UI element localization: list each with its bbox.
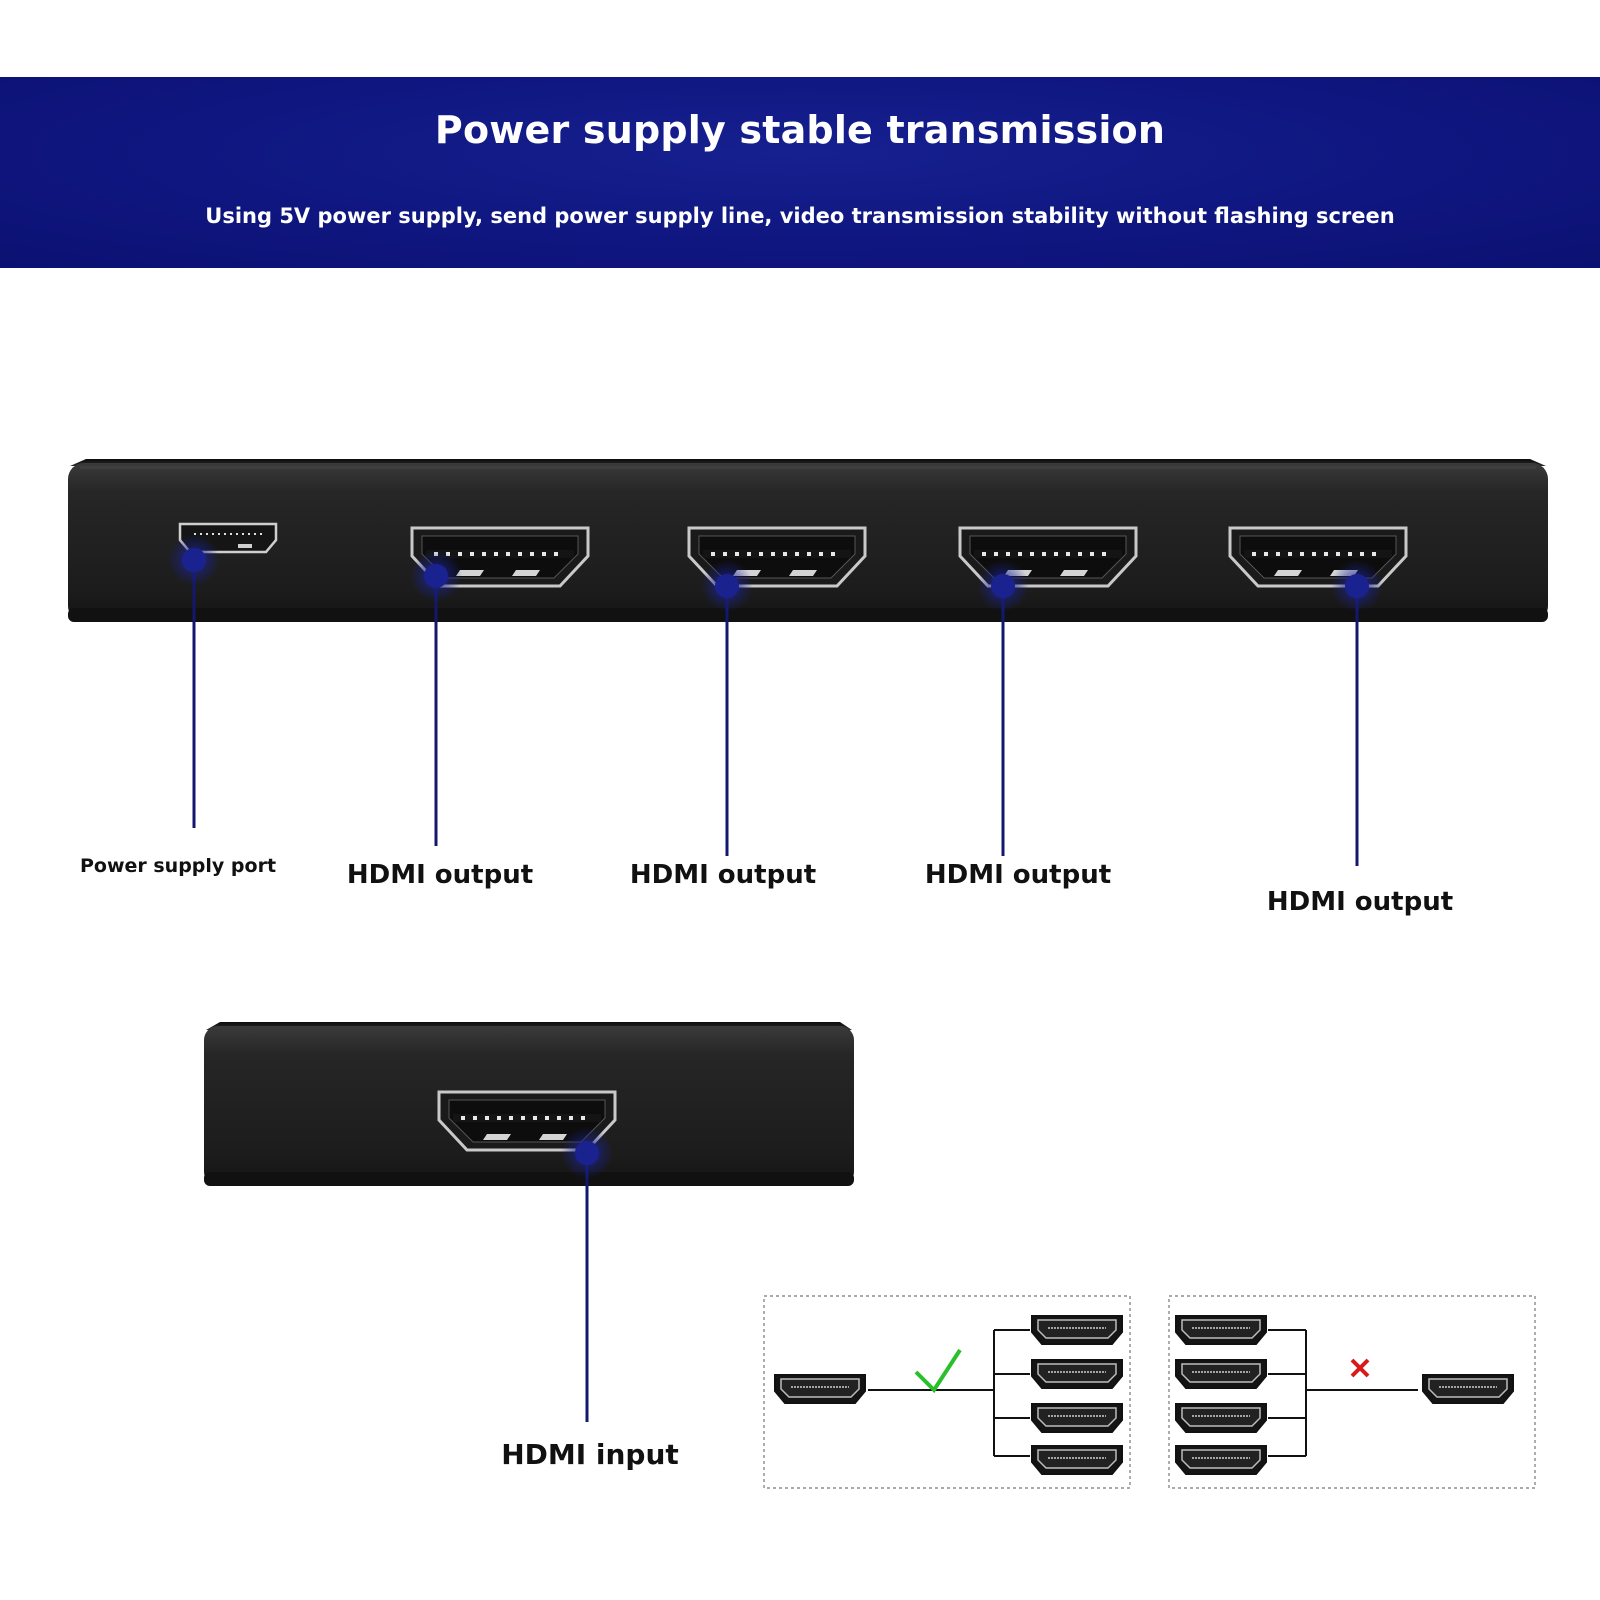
- source-hdmi-icon: [774, 1374, 866, 1404]
- hdmi-output-label-3: HDMI output: [924, 860, 1112, 890]
- target-hdmi-icon: [1031, 1315, 1123, 1345]
- diagram-correct: [763, 1295, 1131, 1489]
- hdmi-output-label-4: HDMI output: [1266, 887, 1454, 917]
- target-hdmi-icon: [1422, 1374, 1514, 1404]
- source-hdmi-icon: [1175, 1403, 1267, 1433]
- diagram-wrong: [1168, 1295, 1536, 1489]
- source-hdmi-icon: [1175, 1359, 1267, 1389]
- hdmi-input-label: HDMI input: [501, 1438, 679, 1471]
- callout-dot-input: [575, 1141, 599, 1165]
- check-mark-icon: [914, 1348, 962, 1394]
- target-hdmi-icon: [1031, 1403, 1123, 1433]
- banner-title: Power supply stable transmission: [434, 108, 1166, 152]
- header-banner: [0, 77, 1600, 268]
- callout-lines: [192, 560, 1359, 866]
- power-supply-port-label: Power supply port: [79, 855, 277, 877]
- target-hdmi-icon: [1031, 1359, 1123, 1389]
- hdmi-output-label-2: HDMI output: [629, 860, 817, 890]
- source-hdmi-icon: [1175, 1315, 1267, 1345]
- cross-mark-icon: [1350, 1358, 1370, 1378]
- target-hdmi-icon: [1031, 1445, 1123, 1475]
- hdmi-output-label-1: HDMI output: [346, 860, 534, 890]
- callout-dots: [168, 534, 1383, 612]
- banner-subtitle: Using 5V power supply, send power supply…: [205, 204, 1395, 228]
- source-hdmi-icon: [1175, 1445, 1267, 1475]
